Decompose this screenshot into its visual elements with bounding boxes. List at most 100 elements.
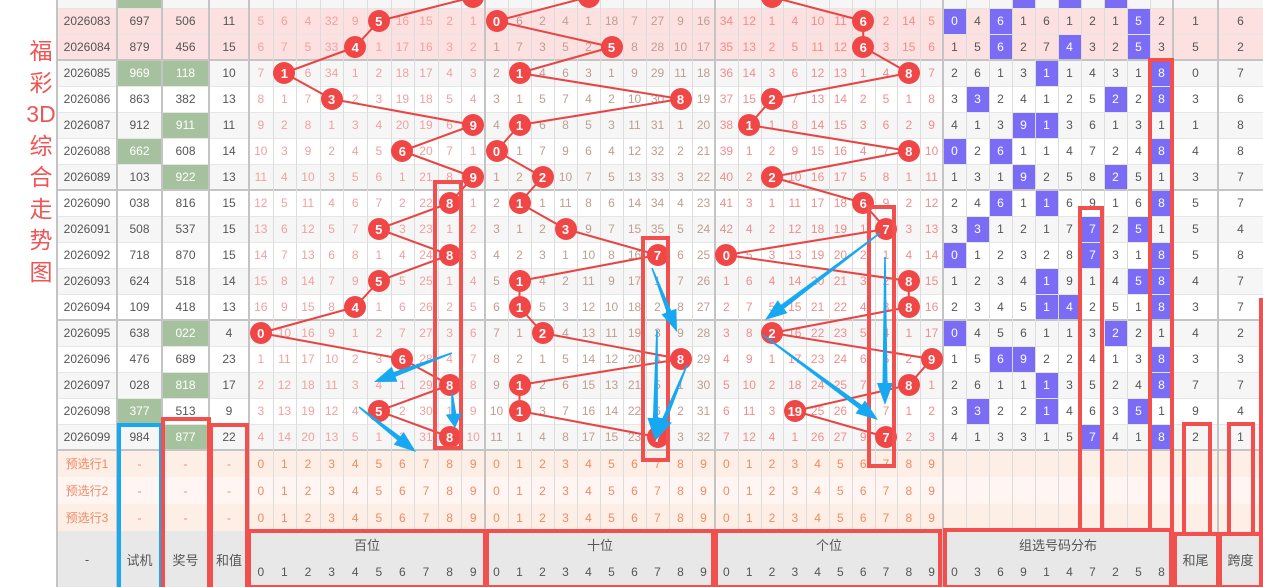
hundreds-preselect-digit[interactable]: 9 (469, 456, 477, 471)
tens-preselect-digit[interactable]: 2 (539, 510, 546, 525)
units-preselect-digit[interactable]: 1 (745, 456, 753, 471)
hundreds-preselect-digit[interactable]: 0 (257, 456, 265, 471)
hundreds-preselect-digit[interactable]: 0 (257, 483, 265, 498)
tens-preselect-digit[interactable]: 6 (631, 483, 638, 498)
units-preselect-digit[interactable]: 6 (859, 483, 867, 498)
units-preselect-digit[interactable]: 5 (837, 483, 844, 498)
hundreds-preselect-digit[interactable]: 8 (446, 456, 453, 471)
units-preselect-digit[interactable]: 8 (905, 456, 913, 471)
units-preselect-digit[interactable]: 7 (882, 510, 890, 525)
units-preselect-digit[interactable]: 0 (723, 483, 730, 498)
hundreds-preselect-digit[interactable]: 7 (422, 456, 430, 471)
units-preselect-digit[interactable]: 8 (905, 483, 913, 498)
units-preselect-digit[interactable]: 4 (814, 510, 821, 525)
tens-preselect-digit[interactable]: 9 (700, 456, 707, 471)
units-preselect-digit[interactable]: 5 (837, 456, 844, 471)
hundreds-preselect-digit[interactable]: 0 (257, 510, 265, 525)
units-preselect-digit[interactable]: 2 (768, 510, 776, 525)
tens-preselect-digit[interactable]: 8 (677, 483, 684, 498)
tens-preselect-digit[interactable]: 4 (585, 510, 592, 525)
units-preselect-digit[interactable]: 5 (837, 510, 844, 525)
units-preselect-digit[interactable]: 7 (882, 483, 890, 498)
hundreds-preselect-digit[interactable]: 7 (422, 510, 430, 525)
hundreds-preselect-digit[interactable]: 5 (375, 456, 383, 471)
tens-preselect-digit[interactable]: 5 (608, 456, 615, 471)
units-preselect-digit[interactable]: 0 (723, 510, 730, 525)
tens-preselect-digit[interactable]: 5 (608, 510, 615, 525)
units-preselect-digit[interactable]: 6 (859, 510, 867, 525)
units-preselect-digit[interactable]: 3 (791, 483, 799, 498)
units-preselect-digit[interactable]: 3 (791, 510, 799, 525)
tens-preselect-digit[interactable]: 4 (585, 456, 592, 471)
tens-preselect-digit[interactable]: 7 (654, 510, 661, 525)
units-preselect-digit[interactable]: 6 (859, 456, 867, 471)
units-preselect-digit[interactable]: 0 (723, 456, 730, 471)
tens-preselect-digit[interactable]: 0 (493, 456, 500, 471)
tens-preselect-digit[interactable]: 7 (654, 456, 661, 471)
units-miss-cell: 5 (859, 326, 867, 340)
dist-cell: 1 (1043, 92, 1050, 106)
tens-preselect-digit[interactable]: 1 (516, 483, 523, 498)
tens-preselect-digit[interactable]: 0 (493, 510, 500, 525)
tens-miss-cell: 7 (677, 274, 684, 288)
hundreds-preselect-digit[interactable]: 9 (469, 510, 477, 525)
tens-preselect-digit[interactable]: 3 (562, 456, 569, 471)
tens-preselect-digit[interactable]: 7 (654, 483, 661, 498)
hundreds-preselect-digit[interactable]: 2 (304, 483, 312, 498)
tens-preselect-digit[interactable]: 6 (631, 510, 638, 525)
units-preselect-digit[interactable]: 1 (745, 510, 753, 525)
hundreds-preselect-digit[interactable]: 5 (375, 510, 383, 525)
hundreds-preselect-digit[interactable]: 2 (304, 510, 312, 525)
hundreds-preselect-digit[interactable]: 5 (375, 483, 383, 498)
tens-preselect-digit[interactable]: 6 (631, 456, 638, 471)
hundreds-miss-cell: 16 (301, 326, 315, 340)
tens-preselect-digit[interactable]: 3 (562, 510, 569, 525)
tens-preselect-digit[interactable]: 1 (516, 510, 523, 525)
hundreds-preselect-digit[interactable]: 4 (351, 510, 359, 525)
units-miss-cell: 2 (928, 404, 935, 418)
hundreds-preselect-digit[interactable]: 9 (469, 483, 477, 498)
dist-cell: 3 (1158, 40, 1165, 54)
tens-preselect-digit[interactable]: 8 (677, 456, 684, 471)
units-miss-cell: 42 (719, 222, 734, 236)
units-preselect-digit[interactable]: 8 (905, 510, 913, 525)
hundreds-preselect-digit[interactable]: 6 (399, 483, 406, 498)
tens-preselect-digit[interactable]: 1 (516, 456, 523, 471)
tens-preselect-digit[interactable]: 5 (608, 483, 615, 498)
tens-preselect-digit[interactable]: 2 (539, 483, 546, 498)
hundreds-preselect-digit[interactable]: 3 (328, 483, 335, 498)
hundreds-preselect-digit[interactable]: 4 (351, 483, 359, 498)
hundreds-preselect-digit[interactable]: 2 (304, 456, 312, 471)
tens-preselect-digit[interactable]: 2 (539, 456, 546, 471)
tens-preselect-digit[interactable]: 4 (585, 483, 592, 498)
tens-preselect-digit[interactable]: 0 (493, 483, 500, 498)
hundreds-preselect-digit[interactable]: 3 (328, 456, 335, 471)
units-preselect-digit[interactable]: 9 (928, 456, 935, 471)
tens-miss-cell: 4 (654, 352, 661, 366)
hundreds-preselect-digit[interactable]: 7 (422, 483, 430, 498)
hundreds-preselect-digit[interactable]: 4 (351, 456, 359, 471)
hundreds-miss-cell: 1 (351, 66, 359, 80)
units-preselect-digit[interactable]: 1 (745, 483, 753, 498)
tens-preselect-digit[interactable]: 8 (677, 510, 684, 525)
units-preselect-digit[interactable]: 2 (768, 483, 776, 498)
units-miss-cell: 2 (768, 378, 776, 392)
hundreds-preselect-digit[interactable]: 6 (399, 456, 406, 471)
units-preselect-digit[interactable]: 4 (814, 456, 821, 471)
units-preselect-digit[interactable]: 7 (882, 456, 890, 471)
units-preselect-digit[interactable]: 2 (768, 456, 776, 471)
units-preselect-digit[interactable]: 3 (791, 456, 799, 471)
hundreds-preselect-digit[interactable]: 6 (399, 510, 406, 525)
tens-preselect-digit[interactable]: 9 (700, 510, 707, 525)
hundreds-preselect-digit[interactable]: 1 (281, 456, 288, 471)
hundreds-preselect-digit[interactable]: 1 (281, 483, 288, 498)
hundreds-preselect-digit[interactable]: 1 (281, 510, 288, 525)
tens-preselect-digit[interactable]: 9 (700, 483, 707, 498)
units-preselect-digit[interactable]: 4 (814, 483, 821, 498)
hundreds-preselect-digit[interactable]: 3 (328, 510, 335, 525)
hundreds-preselect-digit[interactable]: 8 (446, 510, 453, 525)
hundreds-preselect-digit[interactable]: 8 (446, 483, 453, 498)
units-preselect-digit[interactable]: 9 (928, 483, 935, 498)
tens-preselect-digit[interactable]: 3 (562, 483, 569, 498)
units-preselect-digit[interactable]: 9 (928, 510, 935, 525)
